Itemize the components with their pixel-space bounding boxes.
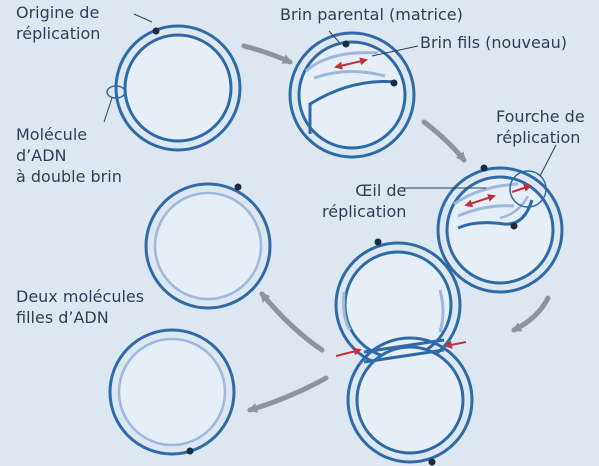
- flow-arrow-1: [244, 46, 290, 62]
- daughter-molecules-label: Deux molécules filles d’ADN: [16, 286, 144, 328]
- origin-label: Origine de réplication: [16, 2, 100, 44]
- fork-label: Fourche de réplication: [496, 106, 585, 148]
- origin-leader: [134, 14, 152, 22]
- daughter-strand-label: Brin fils (nouveau): [420, 32, 567, 53]
- stage-bubble-start: [290, 31, 418, 157]
- left-red-arrow: [336, 350, 360, 356]
- stage-initial-circle: [104, 14, 240, 150]
- fork-leader: [540, 145, 556, 176]
- flow-arrow-4: [262, 294, 322, 350]
- origin-dot: [153, 28, 160, 35]
- eye-label: Œil de réplication: [322, 180, 406, 222]
- flow-arrow-3: [514, 298, 548, 330]
- parental-strand-label: Brin parental (matrice): [280, 4, 463, 25]
- molecule-label: Molécule d’ADN à double brin: [16, 124, 122, 187]
- stage-separating-circles: [336, 239, 472, 466]
- molecule-leader: [104, 98, 112, 122]
- flow-arrow-2: [424, 122, 464, 160]
- flow-arrow-5: [250, 378, 326, 410]
